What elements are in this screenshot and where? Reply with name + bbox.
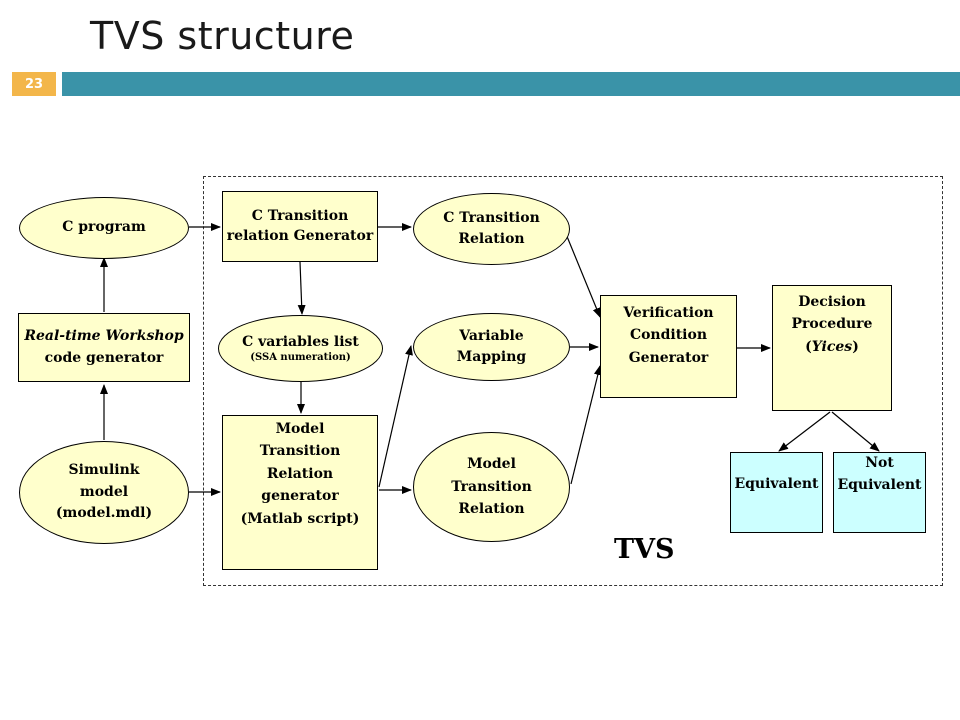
ctrg-label-line1: C Transition <box>251 207 349 224</box>
dp-label-line3: (Yices) <box>805 338 859 355</box>
mtr-label-line1: Model <box>467 456 516 473</box>
arrow-ctr-to-vcg <box>565 233 601 318</box>
cvars-label-line2: (SSA numeration) <box>250 352 351 364</box>
rtw-label-line2: code generator <box>44 349 164 366</box>
not-equivalent-label-line1: Not <box>865 455 894 471</box>
arrow-ctrg-to-cvars <box>297 261 306 315</box>
mtrg-label-line5: (Matlab script) <box>240 510 360 527</box>
tvs-boundary <box>203 176 943 586</box>
c-transition-relation-node: C Transition Relation <box>413 193 570 265</box>
mtrg-label-line3: Relation <box>266 465 334 482</box>
vcg-label-line2: Condition <box>629 327 708 344</box>
slide-number: 23 <box>12 72 56 96</box>
equivalent-label: Equivalent <box>734 476 819 492</box>
vm-label-line1: Variable <box>459 328 524 344</box>
decision-procedure-node: Decision Procedure (Yices) <box>772 285 892 411</box>
ctr-label-line2: Relation <box>458 231 525 247</box>
mtrg-label-line1: Model <box>275 421 325 437</box>
vcg-label-line3: Generator <box>628 349 709 366</box>
simulink-model-node: Simulink model (model.mdl) <box>19 441 189 544</box>
rtw-code-generator-node: Real-time Workshop code generator <box>18 313 190 382</box>
model-transition-relation-node: Model Transition Relation <box>413 432 570 542</box>
mtrg-label-line2: Transition <box>259 443 341 460</box>
tvs-label: TVS <box>614 534 675 565</box>
dp-label-line2: Procedure <box>791 316 873 333</box>
c-transition-relation-generator-node: C Transition relation Generator <box>222 191 378 262</box>
arrow-mtrg-to-vm <box>378 345 413 488</box>
dp-label-line1: Decision <box>798 294 866 310</box>
mtrg-label-line4: generator <box>261 488 339 505</box>
yices-label: Yices <box>811 338 853 355</box>
ctr-label-line1: C Transition <box>443 210 540 226</box>
vm-label-line2: Mapping <box>456 349 527 365</box>
simulink-label-line3: (model.mdl) <box>55 505 153 522</box>
title-bar <box>62 72 960 96</box>
c-program-node: C program <box>19 197 189 259</box>
simulink-label-line2: model <box>79 483 129 500</box>
not-equivalent-label-line2: Equivalent <box>837 476 922 493</box>
vcg-label-line1: Verification <box>623 305 714 321</box>
mtr-label-line3: Relation <box>458 501 525 518</box>
equivalent-result-node: Equivalent <box>730 452 823 533</box>
arrow-mtr-to-vcg <box>570 365 602 485</box>
not-equivalent-result-node: Not Equivalent <box>833 452 926 533</box>
c-program-label: C program <box>62 219 146 236</box>
slide-title: TVS structure <box>90 14 355 58</box>
variable-mapping-node: Variable Mapping <box>413 313 570 381</box>
simulink-label-line1: Simulink <box>68 461 140 478</box>
ctrg-label-line2: relation Generator <box>226 227 374 244</box>
arrow-dp-to-equivalent <box>778 411 831 452</box>
rtw-label-line1: Real-time Workshop <box>24 327 184 344</box>
c-variables-list-node: C variables list (SSA numeration) <box>218 315 383 382</box>
cvars-label-line1: C variables list <box>242 333 359 350</box>
verification-condition-generator-node: Verification Condition Generator <box>600 295 737 398</box>
arrow-dp-to-not-equivalent <box>831 411 880 452</box>
model-transition-relation-generator-node: Model Transition Relation generator (Mat… <box>222 415 378 570</box>
mtr-label-line2: Transition <box>451 478 532 495</box>
